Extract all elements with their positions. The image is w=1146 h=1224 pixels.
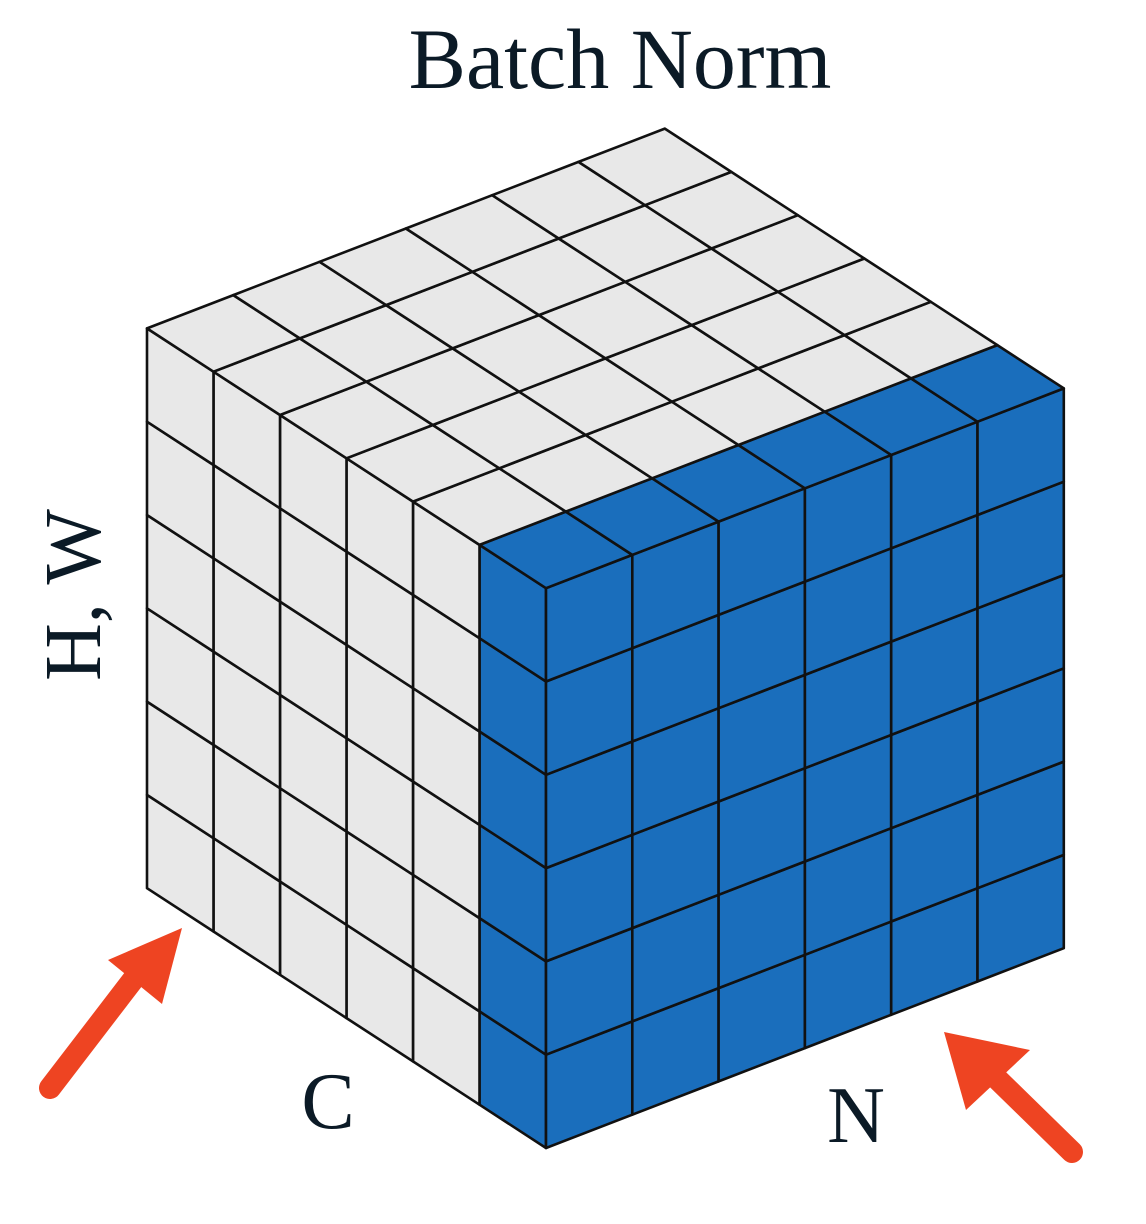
tensor-cube (145, 127, 1066, 1150)
top-face-cell (577, 127, 733, 207)
arrow-up-left-icon (944, 1032, 1083, 1163)
diagram-title: Batch Norm (409, 11, 832, 107)
arrow-up-right-icon (39, 928, 182, 1099)
hw-axis-label: H, W (30, 509, 118, 681)
n-axis-label: N (827, 1072, 885, 1160)
c-axis-label: C (301, 1058, 354, 1146)
